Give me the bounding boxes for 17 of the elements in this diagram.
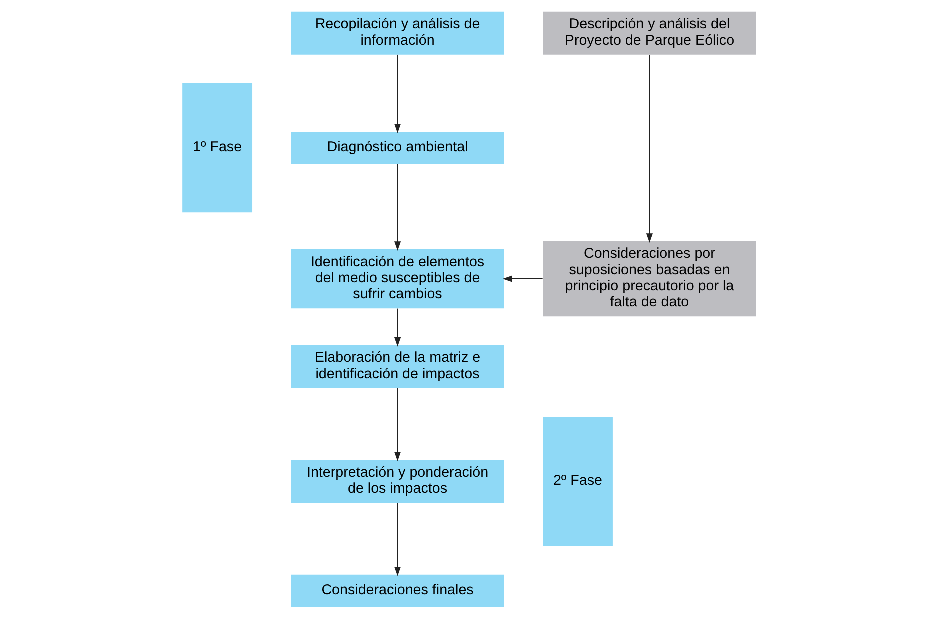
- node-box: Descripción y análisis del Proyecto de Parque Eólico: [543, 12, 756, 55]
- node-box: Elaboración de la matriz e identificación de impactos: [291, 345, 504, 388]
- node-box: Consideraciones por suposiciones basadas en principio precautorio por la falta de dato: [543, 241, 756, 317]
- arrow: [394, 388, 402, 462]
- node-box: 1º Fase: [182, 84, 253, 213]
- arrow: [394, 308, 402, 347]
- arrow: [394, 503, 402, 576]
- node-box: Interpretación y ponderación de los impactos: [291, 460, 504, 504]
- node-box: Consideraciones finales: [291, 574, 504, 608]
- node-box: Identificación de elementos del medio susceptibles de sufrir cambios: [291, 249, 504, 309]
- arrow: [646, 55, 653, 243]
- arrow: [502, 276, 543, 282]
- node-box: 2º Fase: [543, 417, 613, 546]
- node-box: Diagnóstico ambiental: [291, 132, 504, 164]
- arrow: [394, 164, 402, 252]
- node-box: Recopilación y análisis de información: [291, 12, 504, 55]
- arrow: [394, 54, 402, 134]
